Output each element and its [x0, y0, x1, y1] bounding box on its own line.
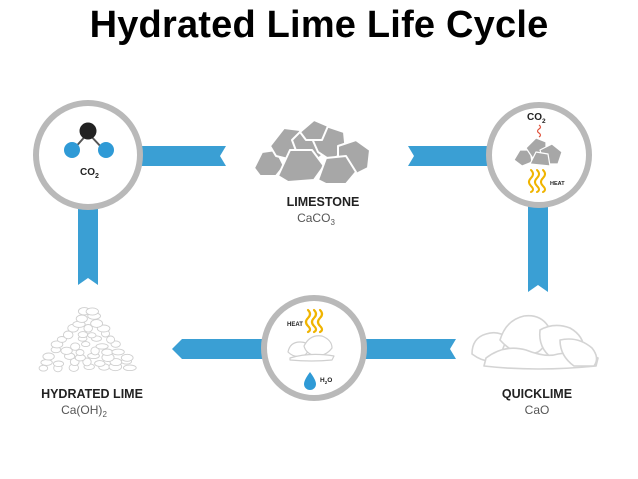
heat-icon: [528, 169, 546, 193]
powder-pebble: [111, 348, 125, 356]
carbon-atom-icon: [79, 122, 97, 140]
powder-pebble: [87, 332, 97, 339]
svg-text:CO2: CO2: [80, 167, 99, 180]
heat-label: HEAT: [550, 181, 565, 187]
water-drop-icon: [304, 372, 316, 390]
powder-pebble: [90, 346, 100, 356]
water-label: H2O: [320, 377, 332, 385]
hydrated-lime-formula: Ca(OH)2: [61, 403, 107, 419]
powder-pebble: [83, 324, 93, 333]
powder-pebble: [38, 364, 49, 372]
arrow-calcination-to-quicklime: [528, 200, 548, 292]
co2-capture-badge: CO2: [33, 100, 143, 210]
gas-squiggle-icon: [536, 124, 542, 138]
powder-pebble: [42, 352, 55, 361]
calcination-badge: CO2 HEAT: [486, 102, 592, 208]
arrow-co2-to-limestone: [134, 146, 226, 166]
co2-capture-label: CO: [80, 167, 95, 178]
powder-pebble: [62, 330, 74, 340]
oxygen-atom-icon: [64, 142, 80, 158]
limestone-name: LIMESTONE: [287, 195, 360, 209]
powder-pebble: [120, 353, 134, 362]
arrow-quicklime-to-hydration: [356, 339, 456, 359]
hydrated-lime-pile-icon: [38, 307, 137, 373]
powder-pebble: [101, 348, 114, 356]
powder-pebble: [56, 336, 67, 343]
quicklime-name: QUICKLIME: [502, 387, 572, 401]
powder-pebble: [82, 357, 92, 367]
powder-pebble: [106, 335, 116, 344]
oxygen-atom-icon: [98, 142, 114, 158]
powder-pebble: [95, 343, 109, 350]
powder-pebble: [75, 349, 85, 356]
arrow-hydrated-lime-to-co2: [78, 200, 98, 285]
powder-pebble: [94, 360, 106, 367]
co2-release-label: CO2: [527, 112, 546, 125]
hydration-heat-label: HEAT: [287, 322, 303, 328]
powder-pebble: [50, 340, 64, 349]
powder-pebble: [60, 346, 73, 355]
quicklime-formula: CaO: [525, 403, 550, 417]
powder-pebble: [81, 341, 91, 348]
hydrated-lime-name: HYDRATED LIME: [41, 387, 143, 401]
small-white-rock-icon: [287, 335, 335, 362]
small-rock-pile-icon: [513, 137, 563, 167]
powder-pebble: [122, 364, 137, 372]
quicklime-rock-icon: [471, 314, 599, 370]
powder-pebble: [85, 307, 99, 316]
arrow-hydration-to-hydrated-lime: [172, 339, 266, 359]
arrow-limestone-to-calcination: [408, 146, 498, 166]
powder-pebble: [90, 319, 104, 328]
powder-pebble: [40, 359, 53, 366]
heat-icon: [304, 308, 324, 334]
powder-pebble: [77, 331, 89, 339]
powder-pebble: [70, 342, 81, 351]
hydration-badge: HEAT H2O: [261, 295, 367, 401]
powder-pebble: [75, 314, 88, 323]
powder-pebble: [52, 360, 65, 368]
limestone-rock-icon: [253, 119, 371, 185]
limestone-formula: CaCO3: [297, 211, 335, 227]
page-title: Hydrated Lime Life Cycle: [89, 4, 549, 46]
